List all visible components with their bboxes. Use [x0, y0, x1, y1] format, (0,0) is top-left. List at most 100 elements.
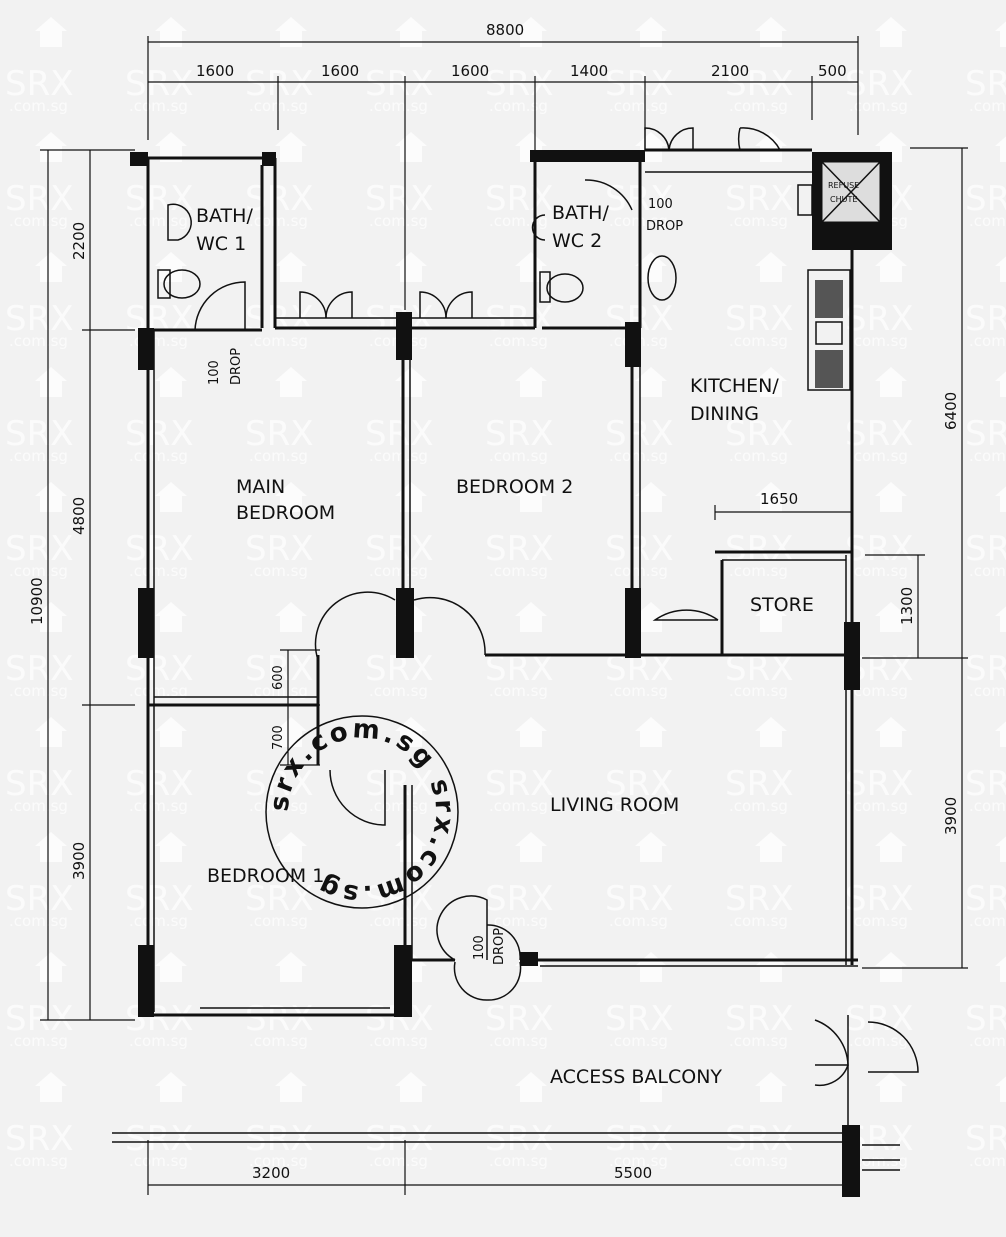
- watermark-tile: SRX.com.sg: [605, 832, 674, 930]
- watermark-brand: SRX: [125, 414, 194, 454]
- watermark-brand: SRX: [485, 299, 554, 339]
- watermark-brand: SRX: [845, 414, 914, 454]
- watermark-tile: SRX.com.sg: [965, 136, 1006, 230]
- watermark-domain: .com.sg: [9, 1032, 68, 1050]
- watermark-tile: SRX.com.sg: [725, 1072, 794, 1170]
- watermark-domain: .com.sg: [489, 1032, 548, 1050]
- watermark-domain: .com.sg: [129, 332, 188, 350]
- watermark-domain: .com.sg: [249, 1152, 308, 1170]
- watermark-domain: .com.sg: [969, 1032, 1006, 1050]
- watermark-tile: SRX.com.sg: [125, 952, 194, 1050]
- watermark-tile: SRX.com.sg: [725, 17, 794, 115]
- watermark-domain: .com.sg: [129, 912, 188, 930]
- house-icon: [395, 17, 427, 47]
- watermark-brand: SRX: [245, 299, 314, 339]
- watermark-brand: SRX: [605, 64, 674, 104]
- house-icon: [995, 256, 1006, 282]
- watermark-domain: .com.sg: [249, 212, 308, 230]
- watermark-brand: SRX: [725, 179, 794, 219]
- watermark-domain: .com.sg: [849, 912, 908, 930]
- watermark-brand: SRX: [245, 529, 314, 569]
- watermark-tile: SRX.com.sg: [965, 721, 1006, 815]
- watermark-brand: SRX: [965, 879, 1006, 919]
- dim-left-segment-1: 2200: [70, 222, 88, 260]
- watermark-domain: .com.sg: [129, 447, 188, 465]
- watermark-domain: .com.sg: [729, 562, 788, 580]
- house-icon: [155, 717, 187, 747]
- watermark-tile: SRX.com.sg: [245, 252, 314, 350]
- watermark-brand: SRX: [845, 999, 914, 1039]
- srx-stamp: srx.com.sg srx.com.sg: [265, 714, 459, 909]
- watermark-brand: SRX: [845, 764, 914, 804]
- watermark-brand: SRX: [245, 179, 314, 219]
- watermark-domain: .com.sg: [249, 1032, 308, 1050]
- house-icon: [275, 367, 307, 397]
- watermark-brand: SRX: [965, 299, 1006, 339]
- watermark-brand: SRX: [365, 879, 434, 919]
- watermark-domain: .com.sg: [609, 682, 668, 700]
- watermark-tile: SRX.com.sg: [125, 17, 194, 115]
- watermark-domain: .com.sg: [729, 447, 788, 465]
- watermark-domain: .com.sg: [729, 797, 788, 815]
- watermark-brand: SRX: [485, 179, 554, 219]
- watermark-brand: SRX: [365, 414, 434, 454]
- watermark-domain: .com.sg: [849, 332, 908, 350]
- watermark-brand: SRX: [245, 64, 314, 104]
- room-label-main-bedroom-line2: BEDROOM: [236, 502, 335, 524]
- watermark-brand: SRX: [5, 649, 74, 689]
- watermark-tile: SRX.com.sg: [965, 1076, 1006, 1170]
- watermark-domain: .com.sg: [369, 562, 428, 580]
- watermark-domain: .com.sg: [489, 562, 548, 580]
- refuse-chute-label-line1: REFUSE: [828, 181, 859, 190]
- watermark-domain: .com.sg: [489, 212, 548, 230]
- house-icon: [275, 17, 307, 47]
- dim-top-segment-5: 2100: [711, 62, 749, 80]
- watermark-brand: SRX: [965, 179, 1006, 219]
- dim-store-height: 1300: [898, 587, 916, 625]
- watermark-brand: SRX: [605, 1119, 674, 1159]
- watermark-tile: SRX.com.sg: [965, 956, 1006, 1050]
- watermark-brand: SRX: [725, 64, 794, 104]
- fixtures: [157, 184, 851, 391]
- watermark-brand: SRX: [725, 299, 794, 339]
- house-icon: [995, 136, 1006, 162]
- watermark-domain: .com.sg: [729, 97, 788, 115]
- house-icon: [275, 482, 307, 512]
- watermark-tile: SRX.com.sg: [5, 717, 74, 815]
- watermark-tile: SRX.com.sg: [245, 17, 314, 115]
- house-icon: [515, 482, 547, 512]
- house-icon: [875, 367, 907, 397]
- house-icon: [635, 602, 667, 632]
- watermark-domain: .com.sg: [9, 1152, 68, 1170]
- watermark-domain: .com.sg: [849, 562, 908, 580]
- watermark-tile: SRX.com.sg: [125, 832, 194, 930]
- drop-label-wc2-text: DROP: [646, 219, 683, 234]
- watermark-domain: .com.sg: [489, 97, 548, 115]
- watermark-tile: SRX.com.sg: [125, 1072, 194, 1170]
- watermark-brand: SRX: [125, 879, 194, 919]
- watermark-domain: .com.sg: [609, 447, 668, 465]
- watermark-domain: .com.sg: [969, 97, 1006, 115]
- watermark-domain: .com.sg: [489, 1152, 548, 1170]
- watermark-brand: SRX: [965, 64, 1006, 104]
- dim-left-segment-2: 4800: [70, 497, 88, 535]
- watermark-domain: .com.sg: [969, 447, 1006, 465]
- dim-top-segment-2: 1600: [321, 62, 359, 80]
- watermark-brand: SRX: [5, 179, 74, 219]
- watermark-brand: SRX: [485, 529, 554, 569]
- room-label-bath-wc2-line1: BATH/: [552, 202, 609, 224]
- house-icon: [275, 252, 307, 282]
- house-icon: [155, 367, 187, 397]
- watermark-domain: .com.sg: [129, 212, 188, 230]
- house-icon: [35, 602, 67, 632]
- house-icon: [875, 252, 907, 282]
- room-label-main-bedroom-line1: MAIN: [236, 476, 285, 498]
- house-icon: [875, 1072, 907, 1102]
- dim-left-total: 10900: [28, 577, 46, 625]
- watermark-domain: .com.sg: [609, 562, 668, 580]
- house-icon: [155, 132, 187, 162]
- watermark-brand: SRX: [845, 529, 914, 569]
- house-icon: [275, 952, 307, 982]
- house-icon: [635, 1072, 667, 1102]
- drop-label-wc1-text: DROP: [229, 348, 244, 385]
